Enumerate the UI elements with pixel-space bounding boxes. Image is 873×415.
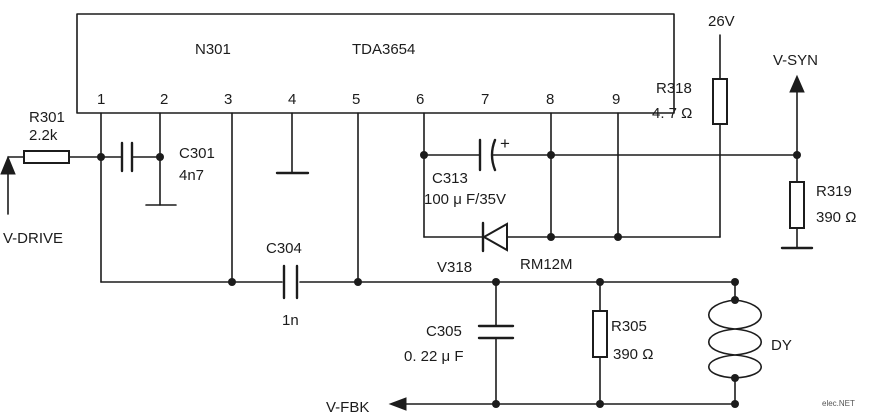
resistor-r319: R319 390 Ω [789,181,856,229]
capacitor-c304: C304 1n [266,240,302,329]
c313-polarity: + [500,134,510,153]
fbk-arrow-icon [388,397,407,411]
ic-ref-label: N301 [195,41,231,58]
supply-voltage: 26V [708,13,735,30]
diode-v318: V318 RM12M [437,221,573,276]
v318-ref: V318 [437,259,472,276]
pin-number: 2 [160,91,168,108]
r319-value: 390 Ω [816,209,856,226]
r301-value: 2.2k [29,127,58,144]
pin-number: 6 [416,91,424,108]
pin-number: 8 [546,91,554,108]
dy-ref: DY [771,337,792,354]
r319-ref: R319 [816,183,852,200]
pin-number: 1 [97,91,105,108]
ic-part-label: TDA3654 [352,41,415,58]
input-arrow-icon [0,155,16,175]
r318-value: 4. 7 Ω [652,105,692,122]
junctions [97,151,801,408]
pin-number: 7 [481,91,489,108]
r301-ref: R301 [29,109,65,126]
resistor-r318: 26V R318 4. 7 Ω [652,13,735,125]
resistor-r301: R301 2.2k [23,109,70,164]
v-drive-label: V-DRIVE [3,230,63,247]
pin-number: 5 [352,91,360,108]
resistor-r305: R305 390 Ω [592,310,653,363]
r305-value: 390 Ω [613,346,653,363]
yoke-dy: DY [707,299,792,379]
c305-value: 0. 22 μ F [404,348,464,365]
c313-value: 100 μ F/35V [424,191,506,208]
output-arrow-icon [789,74,805,93]
capacitor-c313: + C313 100 μ F/35V [424,134,510,208]
c301-value: 4n7 [179,167,204,184]
c301-ref: C301 [179,145,215,162]
v-fbk-label: V-FBK [326,399,369,415]
v-syn-label: V-SYN [773,52,818,69]
wires [7,34,814,405]
r305-ref: R305 [611,318,647,335]
c313-ref: C313 [432,170,468,187]
pin-number: 4 [288,91,296,108]
pin-number: 9 [612,91,620,108]
output-v-syn: V-SYN [773,52,818,93]
capacitor-c305: C305 0. 22 μ F [404,323,515,365]
input-v-drive: V-DRIVE [0,155,63,247]
output-v-fbk: V-FBK [326,397,407,415]
ic-body-n301 [76,13,675,114]
c304-value: 1n [282,312,299,329]
v318-part: RM12M [520,256,573,273]
r318-ref: R318 [656,80,692,97]
c304-ref: C304 [266,240,302,257]
capacitor-c301: C301 4n7 [120,141,215,184]
c305-ref: C305 [426,323,462,340]
ic-pin-numbers: 1 2 3 4 5 6 7 8 9 [97,91,620,108]
pin-number: 3 [224,91,232,108]
watermark-text: elec.NET [822,399,855,408]
